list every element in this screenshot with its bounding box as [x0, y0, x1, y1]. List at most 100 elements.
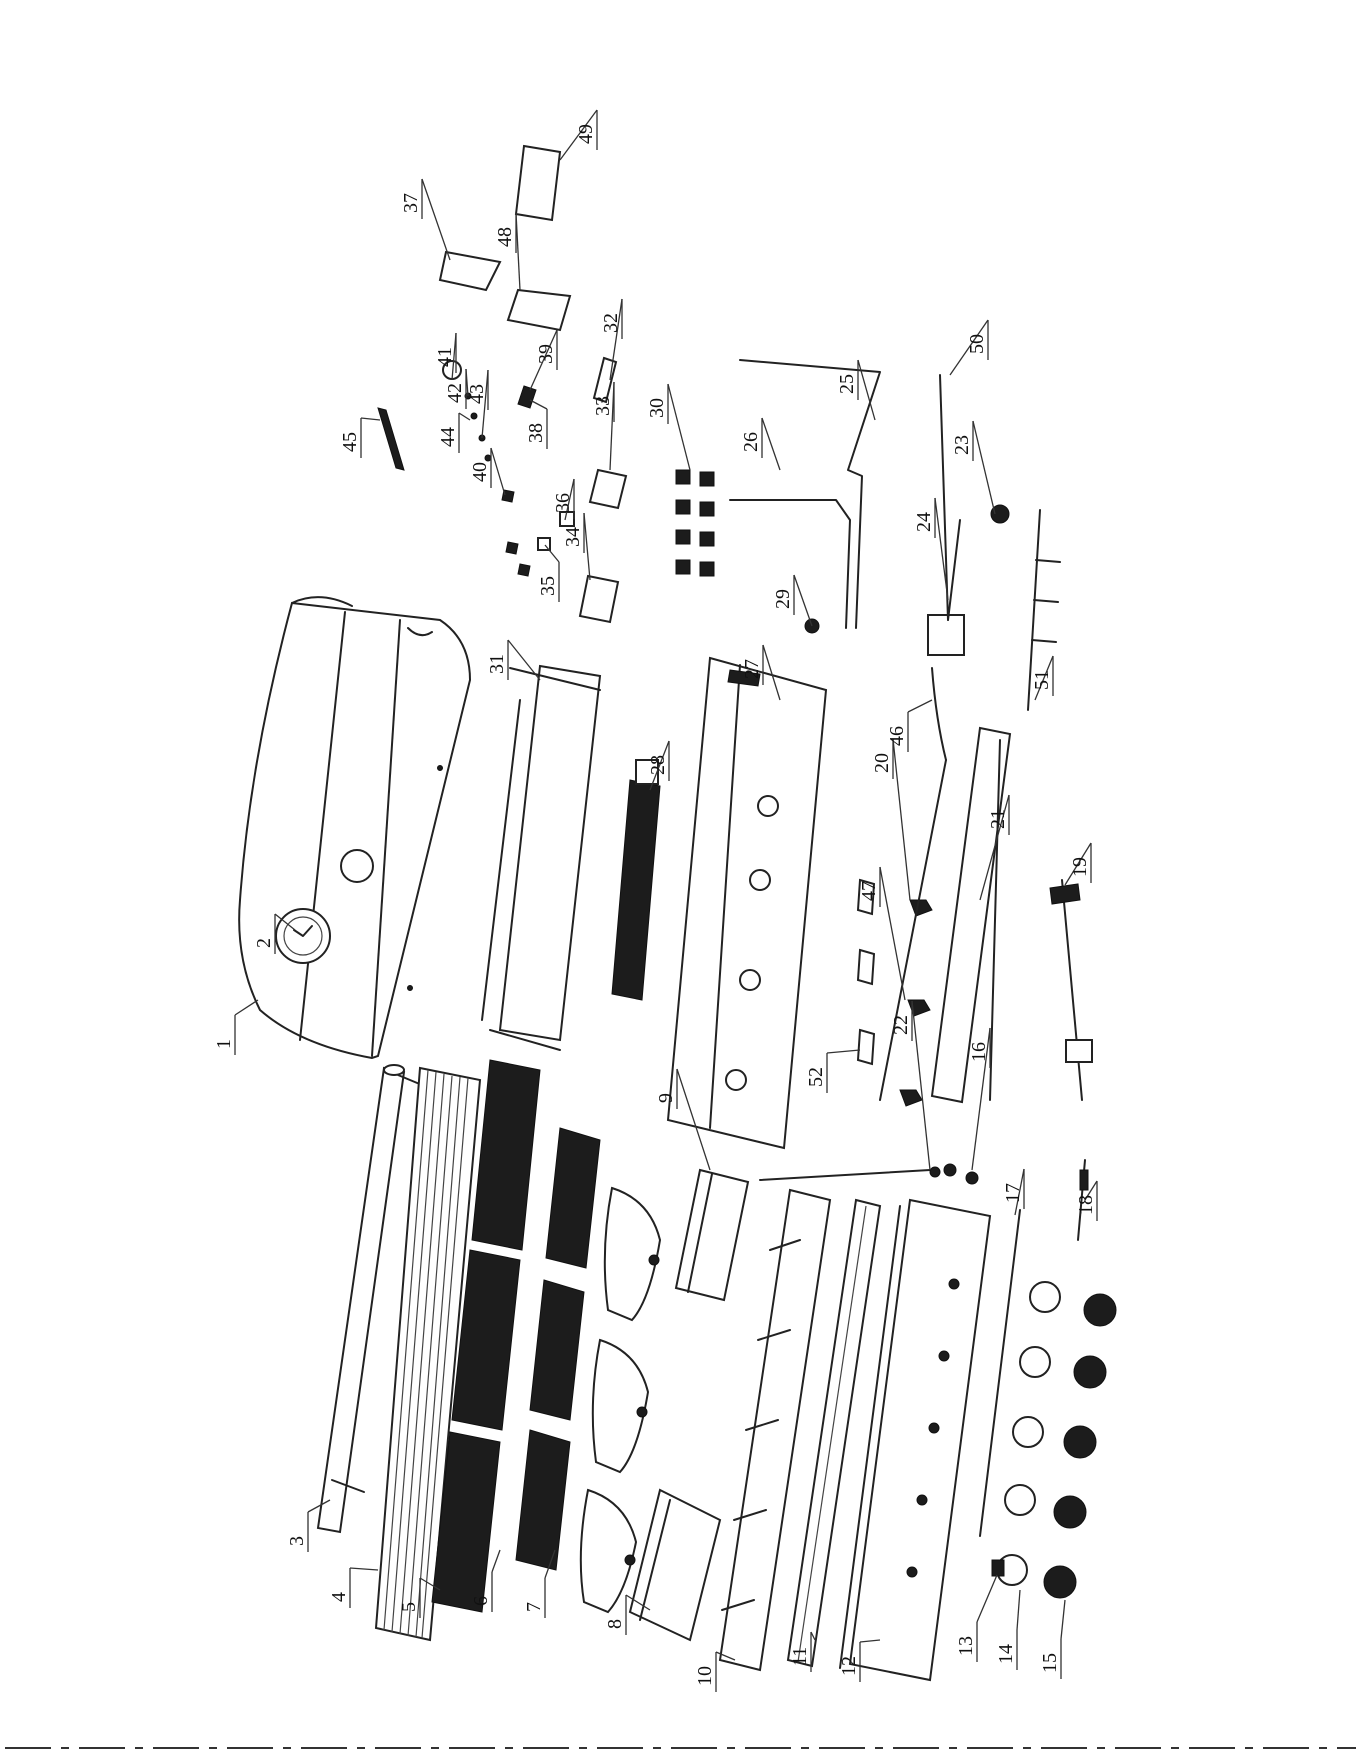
part-knob-bezels [992, 1282, 1060, 1585]
callout-number: 10 [694, 1666, 716, 1686]
callout-49: 49 [560, 110, 597, 160]
callout-number: 39 [535, 344, 557, 364]
leader-line [893, 739, 910, 900]
callout-24: 24 [913, 498, 948, 600]
callout-number: 6 [470, 1596, 492, 1606]
callout-number: 26 [740, 432, 762, 452]
callout-number: 23 [951, 435, 973, 455]
callout-51: 51 [1031, 656, 1053, 700]
callout-number: 14 [995, 1644, 1017, 1664]
part-control-knobs [1044, 1294, 1116, 1598]
part-hood-frame [482, 666, 600, 1050]
callout-number: 47 [858, 881, 880, 901]
callout-number: 13 [955, 1636, 977, 1656]
leader-line [530, 400, 547, 409]
callout-number: 41 [434, 347, 456, 367]
part-hood-lid [239, 597, 470, 1058]
callout-number: 31 [486, 654, 508, 674]
callout-29: 29 [772, 575, 812, 626]
callout-number: 49 [575, 124, 597, 144]
leader-line [794, 575, 812, 626]
part-gas-valves [880, 760, 946, 1106]
callout-13: 13 [955, 1575, 997, 1662]
leader-line [584, 513, 590, 580]
leader-line [350, 1568, 378, 1570]
part-rear-burner [612, 760, 660, 1000]
callout-number: 16 [968, 1042, 990, 1062]
callout-number: 51 [1031, 670, 1053, 690]
callout-number: 36 [552, 493, 574, 513]
callout-number: 45 [339, 432, 361, 452]
callout-4: 4 [328, 1568, 378, 1608]
callout-number: 52 [805, 1067, 827, 1087]
callout-16: 16 [968, 1028, 990, 1170]
callout-number: 12 [838, 1656, 860, 1676]
leader-line [610, 382, 614, 470]
leader-line [491, 448, 505, 495]
leader-line [1061, 1600, 1065, 1639]
callout-37: 37 [400, 179, 450, 260]
callout-number: 3 [286, 1536, 308, 1546]
leader-line [508, 640, 540, 680]
callout-number: 8 [604, 1619, 626, 1629]
callout-26: 26 [740, 418, 780, 470]
callout-number: 27 [741, 659, 763, 679]
leader-line [459, 413, 470, 420]
callout-number: 17 [1002, 1183, 1024, 1203]
callout-number: 46 [886, 726, 908, 746]
part-gas-tubes [730, 360, 880, 628]
callout-10: 10 [694, 1652, 735, 1692]
callout-15: 15 [1039, 1600, 1065, 1679]
part-infrared-burners [858, 880, 874, 1064]
callout-48: 48 [494, 213, 520, 290]
leader-line [361, 418, 380, 420]
callout-number: 11 [789, 1647, 811, 1666]
leader-line [908, 700, 932, 712]
leader-line [880, 867, 905, 1000]
leader-line [668, 384, 690, 470]
callout-number: 34 [562, 527, 584, 547]
callout-23: 23 [951, 421, 995, 514]
callout-number: 44 [437, 427, 459, 447]
callout-number: 37 [400, 193, 422, 213]
callout-20: 20 [871, 739, 910, 900]
callout-19: 19 [1065, 843, 1091, 885]
leader-line [977, 1575, 997, 1622]
callout-number: 48 [494, 227, 516, 247]
callout-45: 45 [339, 418, 380, 458]
callout-number: 22 [890, 1015, 912, 1035]
callout-number: 2 [253, 938, 275, 948]
leader-line [912, 1001, 930, 1170]
leader-line [1017, 1590, 1020, 1630]
part-thermometer [276, 909, 330, 963]
part-sear-plates [676, 1170, 748, 1300]
callout-46: 46 [886, 700, 932, 752]
callout-number: 30 [646, 398, 668, 418]
callout-number: 38 [525, 423, 547, 443]
callout-number: 33 [592, 396, 614, 416]
leader-line [422, 179, 450, 260]
callout-number: 18 [1075, 1195, 1097, 1215]
callout-36: 36 [552, 479, 574, 520]
callout-number: 20 [871, 753, 893, 773]
callout-1: 1 [213, 1000, 258, 1055]
callout-22: 22 [890, 1001, 930, 1170]
callout-number: 5 [398, 1602, 420, 1612]
callout-number: 42 [444, 383, 466, 403]
callout-number: 43 [466, 384, 488, 404]
callout-52: 52 [805, 1050, 860, 1093]
callout-17: 17 [1002, 1169, 1024, 1215]
callout-number: 24 [913, 512, 935, 532]
leader-line [492, 1550, 500, 1572]
leader-line [973, 421, 995, 514]
callout-number: 28 [647, 755, 669, 775]
leader-line [762, 418, 780, 470]
part-back-rail [378, 408, 404, 470]
part-clip-set [676, 470, 714, 576]
callout-14: 14 [995, 1590, 1020, 1670]
callout-number: 1 [213, 1039, 235, 1049]
callout-number: 15 [1039, 1653, 1061, 1673]
leader-line [545, 545, 559, 562]
callout-50: 50 [950, 320, 988, 375]
